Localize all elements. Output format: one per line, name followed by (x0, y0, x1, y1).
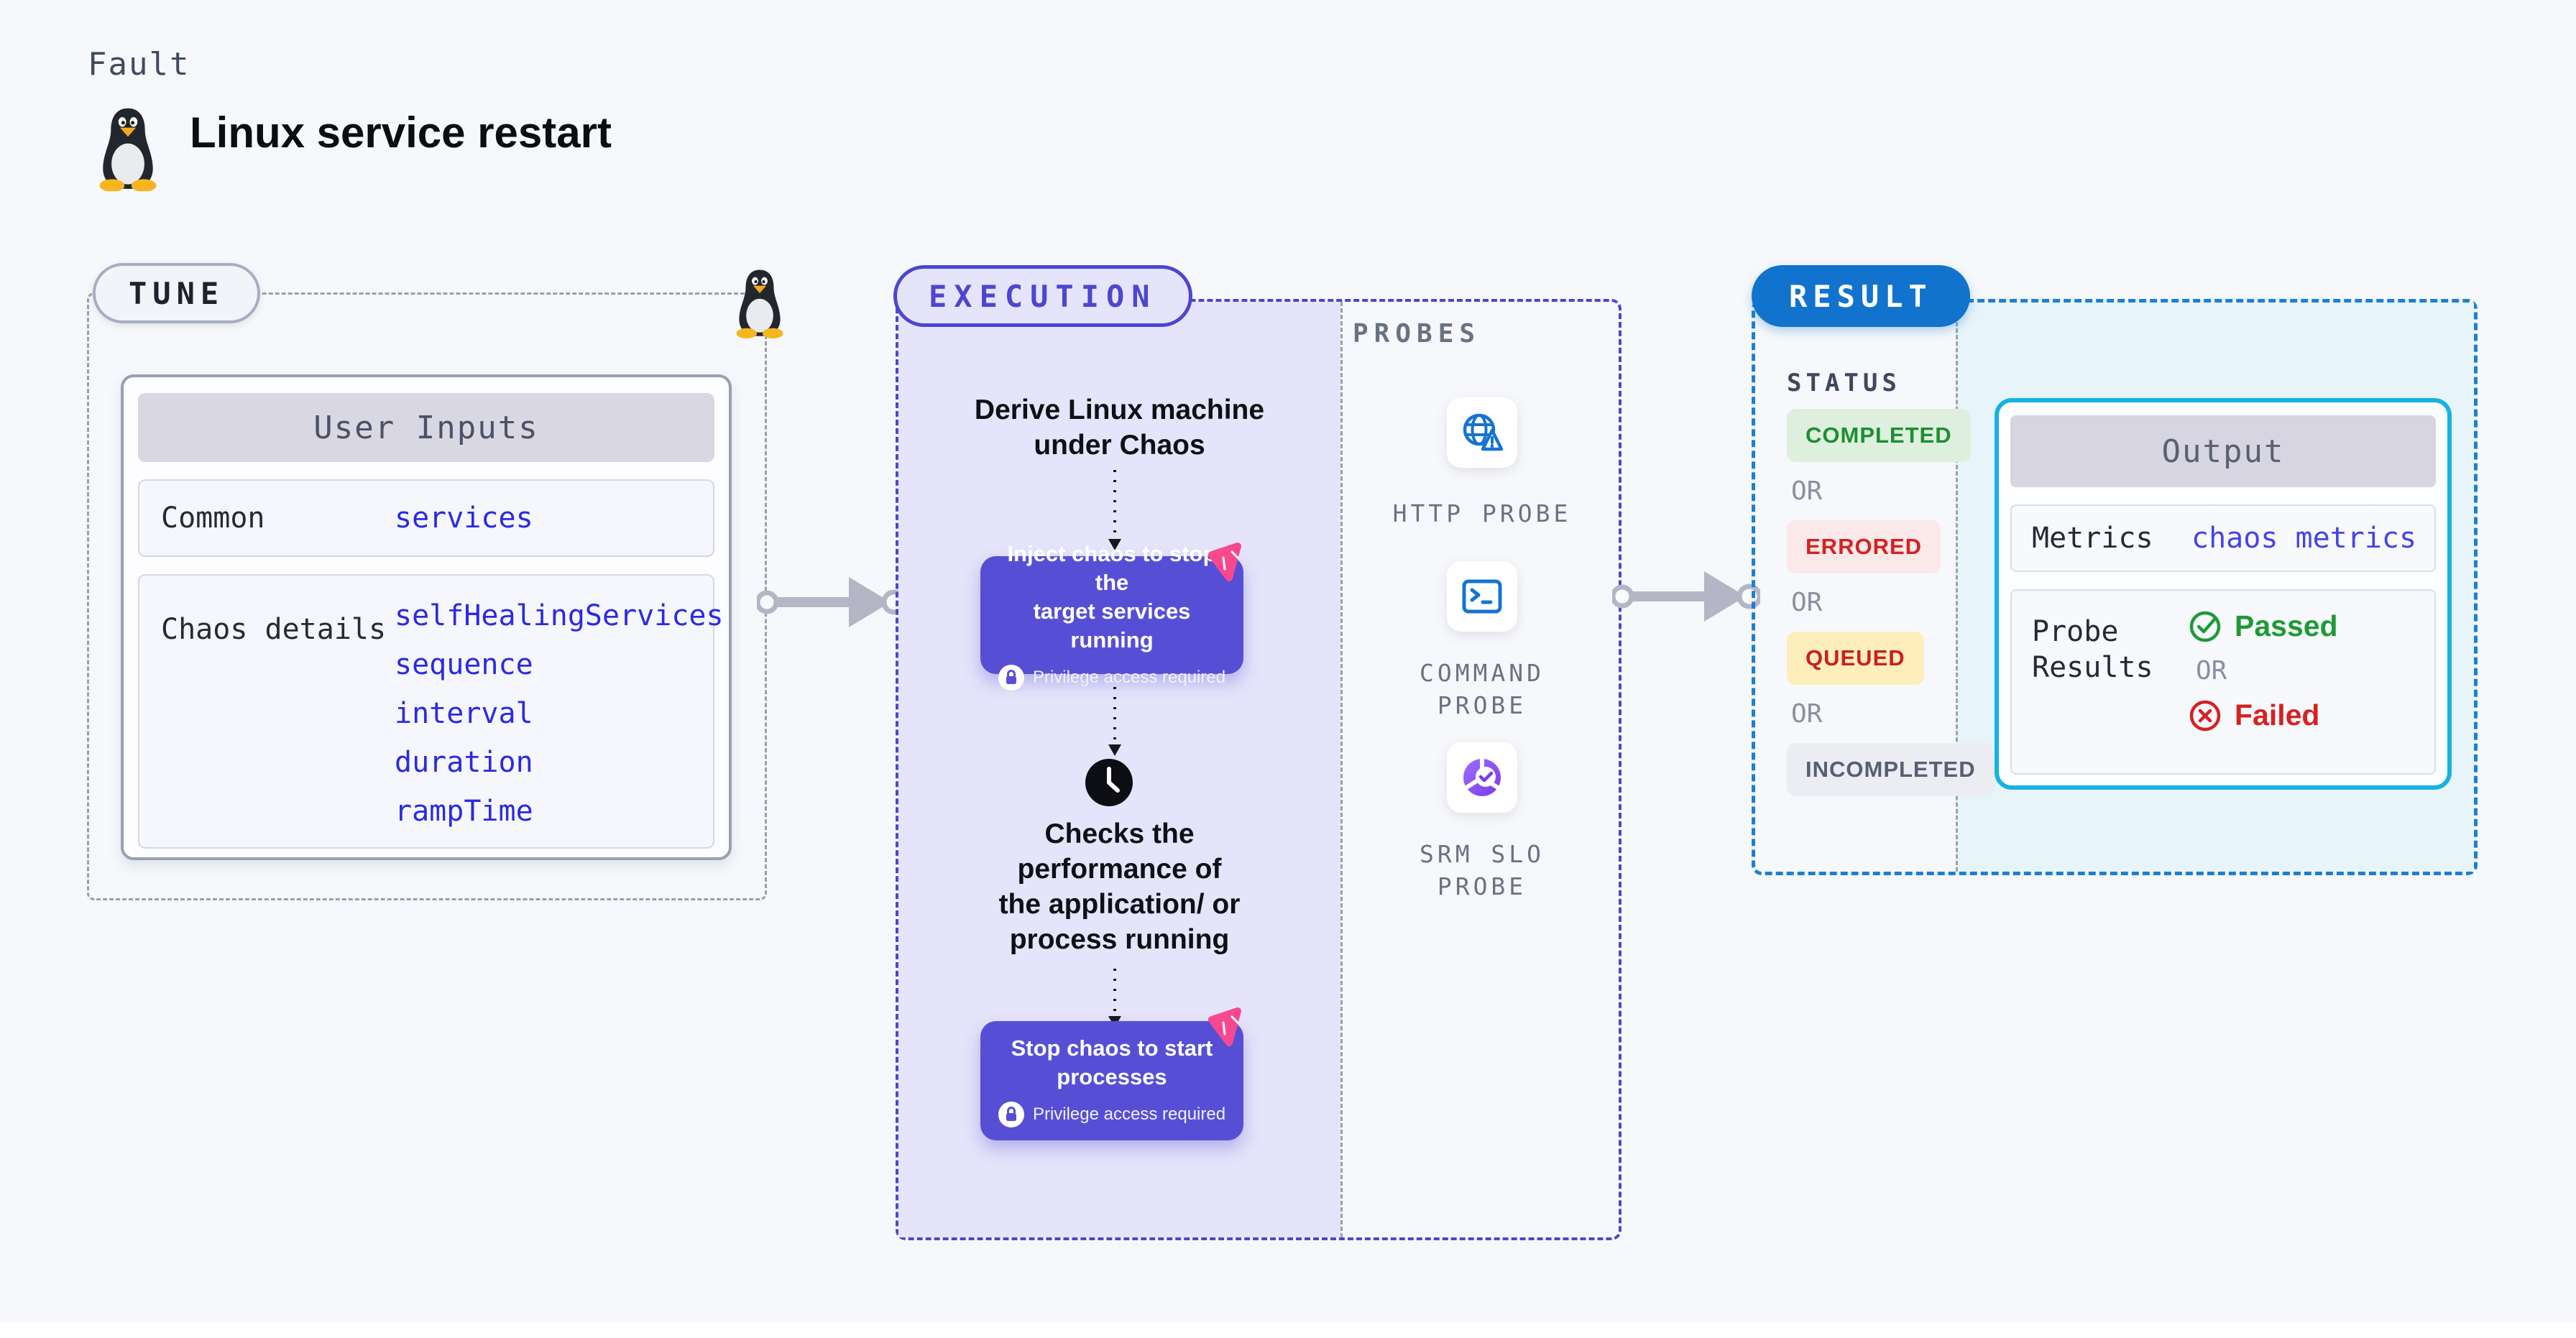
probe-results-values: Passed OR Failed (2189, 609, 2338, 732)
dotted-arrow-down-icon (1108, 687, 1121, 756)
row-label: Chaos details (161, 613, 387, 646)
user-inputs-table: User Inputs Common services Chaos detail… (121, 374, 732, 860)
row-value: services (395, 502, 533, 535)
execution-badge: EXECUTION (893, 265, 1192, 327)
status-badge-completed: COMPLETED (1787, 409, 1971, 462)
status-label: STATUS (1787, 369, 1901, 397)
row-value: interval (395, 697, 533, 730)
output-header: Output (2010, 415, 2436, 487)
fault-category-label: Fault (88, 46, 190, 83)
row-label: Common (161, 502, 265, 535)
lock-icon (998, 665, 1024, 691)
inject-chaos-label: Inject chaos to stop the target services… (1007, 541, 1217, 652)
stop-chaos-label: Stop chaos to start processes (1011, 1035, 1213, 1089)
flow-step-checks: Checks the performance of the applicatio… (998, 818, 1241, 955)
row-value: selfHealingServices (395, 599, 724, 632)
row-value: rampTime (395, 795, 533, 828)
clock-icon (1085, 759, 1133, 806)
row-value: duration (395, 746, 533, 779)
dotted-arrow-down-icon (1108, 969, 1121, 1028)
stop-chaos-button[interactable]: Stop chaos to start processes Privilege … (980, 1021, 1243, 1140)
srm-slo-probe-label: SRM SLO PROBE (1419, 840, 1545, 900)
result-badge: RESULT (1752, 265, 1970, 327)
status-list: COMPLETED OR ERRORED OR QUEUED OR INCOMP… (1787, 409, 1995, 796)
tux-penguin-icon (99, 108, 157, 191)
privilege-note: Privilege access required (998, 1102, 1225, 1127)
passed-label: Passed (2235, 609, 2338, 642)
http-probe-label: HTTP PROBE (1392, 499, 1572, 527)
table-row-chaos-details: Chaos details selfHealingServices sequen… (138, 574, 724, 849)
pie-check-icon (1463, 757, 1501, 796)
probe-results-label: Probe Results (2032, 615, 2153, 684)
arrow-execution-to-result (1612, 571, 1760, 622)
command-probe-card (1447, 561, 1517, 632)
tune-badge: TUNE (93, 263, 261, 323)
metrics-label: Metrics (2032, 522, 2153, 555)
privilege-note-text: Privilege access required (1032, 1104, 1226, 1124)
http-probe-card (1447, 397, 1517, 468)
x-circle-icon (2189, 700, 2221, 731)
bottom-strip (0, 1322, 2576, 1338)
page-title: Linux service restart (190, 109, 612, 157)
or-label: OR (1791, 699, 1823, 729)
metrics-value: chaos metrics (2191, 522, 2417, 555)
output-card: Output Metrics chaos metrics Probe Resul… (1995, 398, 2452, 790)
chaos-details-values: selfHealingServices sequence interval du… (395, 601, 724, 826)
status-badge-errored: ERRORED (1787, 520, 1941, 573)
lock-icon (998, 1102, 1024, 1127)
flow-step-derive: Derive Linux machine under Chaos (974, 395, 1265, 461)
result-section: STATUS COMPLETED OR ERRORED OR QUEUED OR… (1752, 299, 2478, 875)
metrics-row: Metrics chaos metrics (2010, 504, 2436, 572)
privilege-note-text: Privilege access required (1032, 668, 1226, 687)
probe-results-row: Probe Results Passed OR (2010, 589, 2436, 775)
command-probe-label: COMMAND PROBE (1419, 659, 1545, 719)
srm-slo-probe-card (1447, 742, 1517, 813)
privilege-note: Privilege access required (998, 665, 1225, 691)
failed-line: Failed (2189, 698, 2319, 732)
user-inputs-header: User Inputs (138, 393, 714, 462)
arrow-tune-to-execution (757, 577, 905, 627)
or-label: OR (1791, 588, 1823, 617)
row-value: sequence (395, 648, 533, 681)
tux-penguin-small-icon (736, 269, 783, 339)
or-label: OR (2196, 656, 2227, 686)
inject-chaos-button[interactable]: Inject chaos to stop the target services… (980, 541, 1243, 691)
status-badge-incompleted: INCOMPLETED (1787, 743, 1995, 796)
probes-panel (1340, 302, 1619, 1237)
check-circle-icon (2189, 611, 2221, 642)
terminal-icon (1462, 579, 1502, 614)
or-label: OR (1791, 476, 1823, 506)
dotted-arrow-down-icon (1108, 470, 1121, 550)
probes-label: PROBES (1353, 319, 1481, 349)
failed-label: Failed (2235, 698, 2320, 732)
chaos-scenario-icon (1208, 1007, 1241, 1046)
globe-alert-icon (1463, 413, 1504, 451)
chaos-scenario-icon (1208, 543, 1241, 581)
status-badge-queued: QUEUED (1787, 632, 1924, 685)
table-row-common: Common services (138, 479, 714, 557)
passed-line: Passed (2189, 609, 2338, 643)
execution-section: Derive Linux machine under Chaos Inject … (896, 299, 1622, 1240)
